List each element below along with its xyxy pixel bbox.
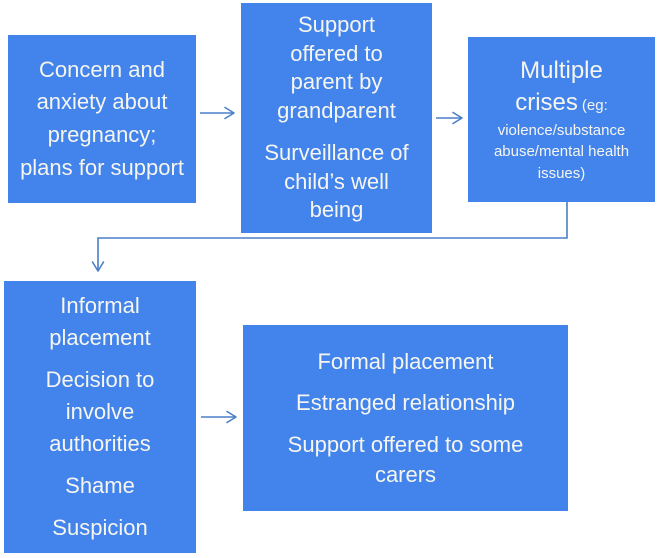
box-informal-paragraph-1: Informal placement: [49, 293, 151, 351]
box-formal-paragraph-3: Support offered to some carers: [287, 432, 524, 487]
box-concern-anxiety: Concern and anxiety about pregnancy; pla…: [8, 35, 196, 203]
box-formal-paragraph-2: Estranged relationship: [296, 390, 515, 416]
box-crises-title: Multiple crises: [515, 56, 603, 117]
box-informal-paragraph-2: Decision to involve authorities: [45, 367, 155, 456]
box-formal-paragraph-1: Formal placement: [317, 348, 494, 374]
box-crises-text: Multiple crises(eg: violence/substance a…: [482, 55, 641, 185]
box-support-paragraph-2: Surveillance of child’s well being: [264, 140, 409, 223]
box-concern-text: Concern and anxiety about pregnancy; pla…: [20, 56, 184, 180]
box-informal-paragraph-4: Suspicion: [52, 514, 148, 540]
box-support-paragraph-1: Support offered to parent by grandparent: [277, 11, 396, 123]
box-multiple-crises: Multiple crises(eg: violence/substance a…: [468, 37, 655, 202]
box-crises-detail: (eg: violence/substance abuse/mental hea…: [493, 97, 630, 182]
box-formal-placement: Formal placement Estranged relationship …: [243, 325, 568, 511]
box-informal-paragraph-3: Shame: [65, 472, 135, 498]
box-informal-placement: Informal placement Decision to involve a…: [4, 281, 196, 553]
box-support-surveillance: Support offered to parent by grandparent…: [241, 3, 432, 233]
